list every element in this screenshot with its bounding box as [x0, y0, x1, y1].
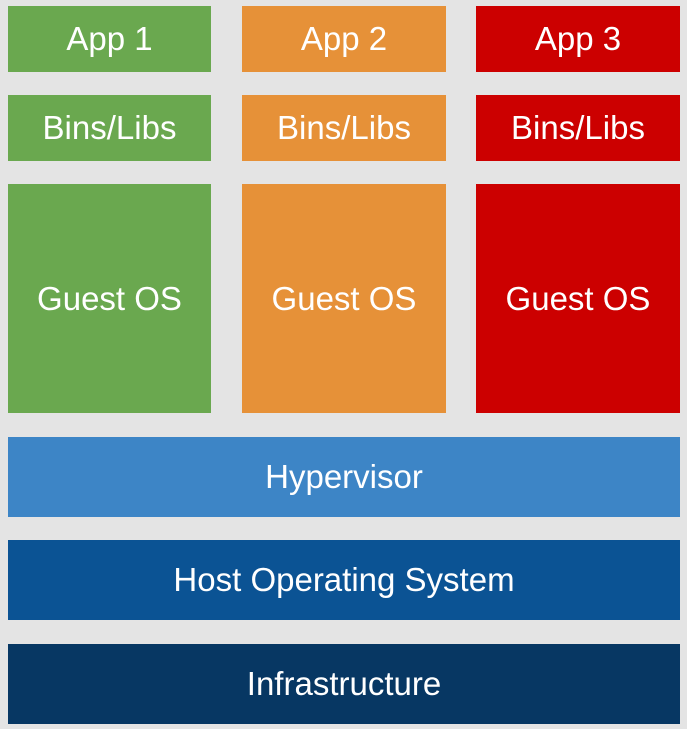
vm2-bins-libs-block: Bins/Libs: [242, 95, 446, 161]
vm2-guest-os-block: Guest OS: [242, 184, 446, 413]
hypervisor-layer: Hypervisor: [8, 437, 680, 517]
vm1-app-block: App 1: [8, 6, 211, 72]
host-os-layer: Host Operating System: [8, 540, 680, 620]
vm3-app-block: App 3: [476, 6, 680, 72]
infrastructure-layer: Infrastructure: [8, 644, 680, 724]
vm1-bins-libs-block: Bins/Libs: [8, 95, 211, 161]
vm3-guest-os-block: Guest OS: [476, 184, 680, 413]
vm2-app-block: App 2: [242, 6, 446, 72]
vm3-bins-libs-block: Bins/Libs: [476, 95, 680, 161]
vm1-guest-os-block: Guest OS: [8, 184, 211, 413]
